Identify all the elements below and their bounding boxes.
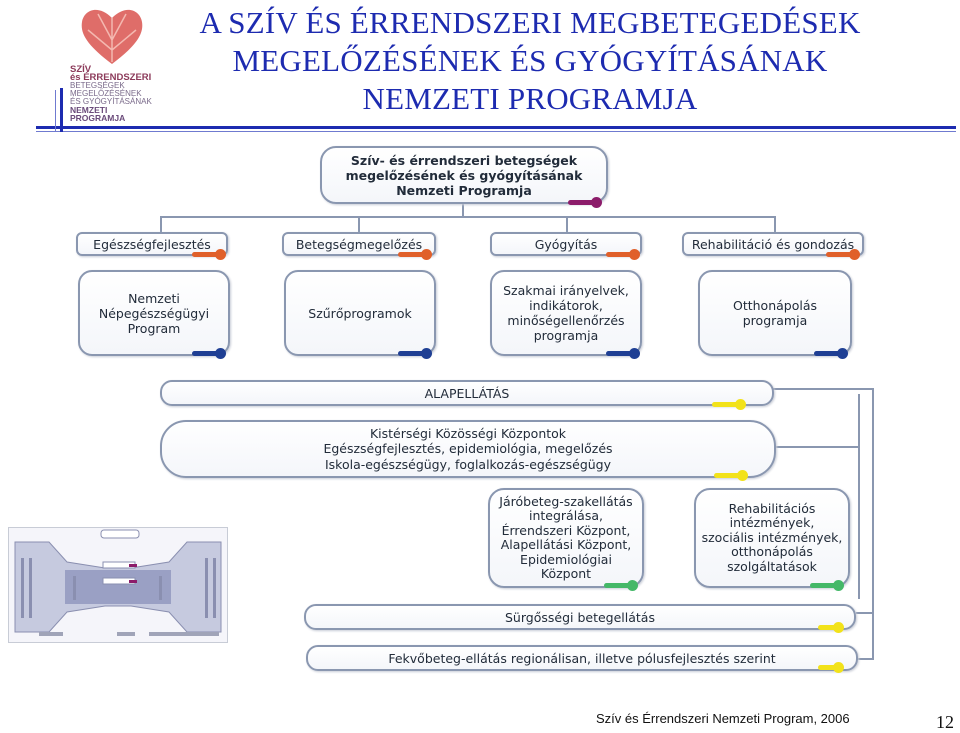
title-rule-thin	[36, 131, 956, 132]
jarobeteg-tag	[604, 580, 638, 591]
program-tag-3	[606, 348, 640, 359]
logo-text: SZÍV és ÉRRENDSZERI BETEGSÉGEK MEGELŐZÉS…	[70, 64, 152, 123]
connector-pillar-4	[774, 216, 776, 234]
title-line-3: NEMZETI PROGRAMJA	[362, 81, 698, 116]
root-tag	[568, 197, 602, 208]
connector-root	[462, 203, 464, 217]
pillar-tag-1	[192, 249, 226, 260]
source-caption: Szív és Érrendszeri Nemzeti Program, 200…	[596, 711, 850, 726]
surgossegi-tag	[818, 622, 844, 633]
fekvobeteg-tag	[818, 662, 844, 673]
title-rule-vertical	[60, 88, 63, 132]
thumbnail-diagram	[8, 527, 228, 643]
rehabilitacios-intezmenyek-box: Rehabilitációs intézmények, szociális in…	[694, 488, 850, 588]
thumbnail-diagram-icon	[13, 529, 223, 638]
root-program-box: Szív- és érrendszeri betegségek megelőzé…	[320, 146, 608, 204]
program-szakmai-iranyelvek: Szakmai irányelvek, indikátorok, minőség…	[490, 270, 642, 356]
rehab-tag	[810, 580, 844, 591]
program-tag-2	[398, 348, 432, 359]
connector-right-vertical	[872, 388, 874, 660]
program-nepegeszsegugyi: Nemzeti Népegészségügyi Program	[78, 270, 230, 356]
heart-logo-icon	[81, 9, 143, 64]
connector-right-1	[772, 388, 872, 390]
title-rule	[36, 126, 956, 129]
connector-right-inner	[858, 394, 860, 599]
pillar-tag-3	[606, 249, 640, 260]
page-number: 12	[936, 712, 954, 732]
fekvobeteg-ellatas-bar: Fekvőbeteg-ellátás regionálisan, illetve…	[306, 645, 858, 671]
kistersegi-tag	[714, 470, 748, 481]
title-line-2: MEGELŐZÉSÉNEK ÉS GYÓGYÍTÁSÁNAK	[232, 43, 828, 78]
alapellatas-bar: ALAPELLÁTÁS	[160, 380, 774, 406]
connector-pillar-3	[566, 216, 568, 234]
title-rule-vertical-thin	[55, 90, 56, 132]
pillar-rehabilitacio: Rehabilitáció és gondozás	[682, 232, 864, 256]
connector-right-2	[856, 612, 872, 614]
kistersegi-kozpontok-box: Kistérségi Közösségi Központok Egészségf…	[160, 420, 776, 478]
connector-right-inner-top	[776, 446, 860, 448]
program-otthonapolas: Otthonápolás programja	[698, 270, 852, 356]
pillar-tag-2	[398, 249, 432, 260]
connector-horizontal	[160, 216, 776, 218]
surgossegi-betegellatas-bar: Sürgősségi betegellátás	[304, 604, 856, 630]
connector-right-3	[856, 658, 872, 660]
connector-pillar-2	[358, 216, 360, 234]
program-tag-4	[814, 348, 848, 359]
jarobeteg-box: Járóbeteg-szakellátás integrálása, Érren…	[488, 488, 644, 588]
program-logo: SZÍV és ÉRRENDSZERI BETEGSÉGEK MEGELŐZÉS…	[64, 4, 164, 128]
title-line-1: A SZÍV ÉS ÉRRENDSZERI MEGBETEGEDÉSEK	[199, 5, 861, 40]
alapellatas-tag	[712, 399, 746, 410]
pillar-tag-4	[826, 249, 860, 260]
page-title: A SZÍV ÉS ÉRRENDSZERI MEGBETEGEDÉSEK MEG…	[160, 4, 900, 118]
program-szuroprogramok: Szűrőprogramok	[284, 270, 436, 356]
connector-pillar-1	[160, 216, 162, 234]
program-tag-1	[192, 348, 226, 359]
